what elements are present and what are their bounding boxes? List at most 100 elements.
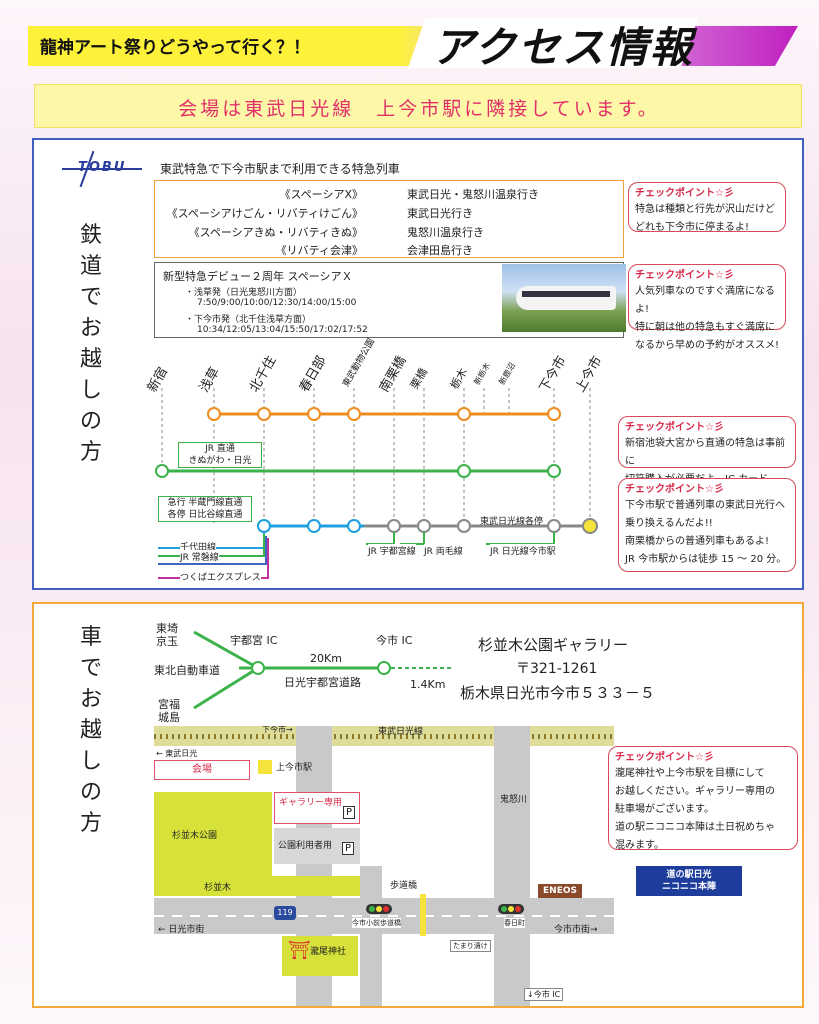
- area-map: 下今市→ 東武日光線 ← 東武日光 会場 上今市駅 杉並木公園 ギャラリー専用 …: [154, 726, 614, 1006]
- road-vertical-mid: [360, 866, 382, 1006]
- to-imaichi-ic: ↓今市 IC: [524, 988, 564, 1001]
- route-119-shield: 119: [274, 906, 296, 920]
- newtrain-dep2: ・下今市発（北千住浅草方面）: [185, 315, 312, 325]
- traffic-signal-2: [498, 904, 524, 914]
- tochigi-ibaraki: 東埼 京玉: [156, 622, 178, 648]
- newtrain-times2: 10:34/12:05/13:04/15:50/17:02/17:52: [197, 325, 368, 335]
- to-tobu-nikko: ← 東武日光: [156, 749, 198, 758]
- tobu-local-label: 東武日光線各停: [480, 517, 544, 527]
- subway-label: 急行 半蔵門線直通 各停 日比谷線直通: [158, 496, 252, 522]
- joban-label: JR 常磐線: [180, 550, 219, 563]
- checkpoint-4: チェックポイント☆彡 下今市駅で普通列車の東武日光行へ 乗り換えるんだよ!! 南…: [618, 478, 796, 572]
- express-dest: 鬼怒川温泉行き: [407, 226, 484, 239]
- newtrain-heading: 新型特急デビュー２周年 スペーシアＸ: [163, 270, 353, 283]
- gray-stations: [387, 519, 561, 533]
- blue-stations: [257, 519, 361, 533]
- checkpoint-2: チェックポイント☆彡 人気列車なのですぐ満席になるよ! 特に朝は他の特急もすぐ満…: [628, 264, 786, 351]
- parking-icon: P: [343, 806, 356, 819]
- checkpoint-head: チェックポイント☆彡: [635, 270, 734, 281]
- express-dest: 東武日光・鬼怒川温泉行き: [407, 188, 539, 201]
- highway-diagram: [193, 630, 454, 710]
- tx-label: つくばエクスプレス: [180, 570, 261, 583]
- chiyoda-label: 千代田線: [180, 540, 217, 553]
- footbridge: [420, 894, 426, 936]
- newtrain-times1: 7:50/9:00/10:00/12:30/14:00/15:00: [197, 298, 357, 308]
- park-area: [154, 792, 272, 884]
- station-guides: [161, 388, 591, 525]
- rail-section-title: 鉄道でお越しの方: [79, 223, 102, 465]
- tobu-logo: TOBU: [34, 146, 142, 192]
- torii-icon: ⛩: [288, 940, 311, 961]
- venue-postal: 〒321-1261: [516, 661, 598, 677]
- express-dest: 会津田島行き: [407, 244, 473, 257]
- kamiimaichi-station-marker: [258, 760, 272, 774]
- park-label: 杉並木公園: [172, 831, 218, 841]
- green-stations: [155, 464, 561, 478]
- ryomo-line-label: JR 両毛線: [424, 544, 463, 557]
- express-name: 《リバティ会津》: [275, 244, 363, 257]
- checkpoint-car: チェックポイント☆彡 瀧尾神社や上今市駅を目標にして お越しください。ギャラリー…: [608, 746, 798, 851]
- checkpoint-body: 特急は種類と行先が沢山だけど どれも下今市に停まるよ!: [635, 204, 775, 233]
- express-box: 《スペーシアX》 東武日光・鬼怒川温泉行き 《スペーシアけごん・リバティけごん》…: [154, 180, 624, 258]
- checkpoint-head: チェックポイント☆彡: [625, 422, 724, 433]
- banner: 会場は東武日光線 上今市駅に隣接しています。: [34, 84, 802, 128]
- hodokyo-label: 歩道橋: [390, 881, 418, 891]
- checkpoint-body: 瀧尾神社や上今市駅を目標にして お越しください。ギャラリー専用の 駐車場がござい…: [615, 768, 775, 851]
- distance-20km: 20Km: [310, 652, 342, 665]
- venue-address: 栃木県日光市今市５３３－５: [460, 684, 656, 702]
- checkpoint-head: チェックポイント☆彡: [635, 188, 734, 199]
- nikko-utsunomiya-road: 日光宇都宮道路: [284, 676, 361, 689]
- express-name: 《スペーシアX》: [279, 188, 363, 201]
- checkpoint-head: チェックポイント☆彡: [615, 752, 714, 763]
- venue-marker: 会場: [154, 760, 250, 780]
- signal-2-label: 春日町: [504, 918, 525, 928]
- checkpoint-1: チェックポイント☆彡 特急は種類と行先が沢山だけど どれも下今市に停まるよ!: [628, 182, 786, 233]
- gallery-parking: ギャラリー専用 P: [274, 792, 360, 824]
- kamiimaichi-star: [582, 518, 598, 534]
- park-parking: 公園利用者用 P: [274, 828, 360, 864]
- nikko-kaido: ← 日光市街: [158, 925, 205, 935]
- gallery-parking-label: ギャラリー専用: [279, 798, 343, 808]
- train-window: [522, 291, 610, 297]
- utsunomiya-ic: 宇都宮 IC: [230, 634, 278, 647]
- jr-nikko-line-label: JR 日光線今市駅: [490, 544, 556, 557]
- newtrain-dep1: ・浅草発（日光鬼怒川方面）: [185, 288, 303, 298]
- express-dest: 東武日光行き: [407, 207, 473, 220]
- checkpoint-3: チェックポイント☆彡 新宿池袋大宮から直通の特急は事前に 切符購入が必要だよ。I…: [618, 416, 796, 503]
- train-body: [516, 286, 616, 310]
- imaichi-kaido: 今市市街→: [554, 925, 598, 935]
- kinugawa-label: 鬼怒川: [500, 795, 528, 805]
- tobu-logo-line: [62, 168, 142, 170]
- banner-text: 会場は東武日光線 上今市駅に隣接しています。: [178, 98, 660, 120]
- utsunomiya-line-label: JR 宇都宮線: [368, 544, 416, 557]
- shrine-label: 瀧尾神社: [310, 947, 347, 957]
- page-title: アクセス情報: [432, 23, 694, 72]
- venue-name: 杉並木公園ギャラリー: [478, 636, 629, 654]
- suginamiki-area: [154, 876, 360, 896]
- eneos-sign: ENEOS: [538, 884, 582, 898]
- orange-stations: [207, 407, 561, 421]
- header-lead: 龍神アート祭りどうやって行く？！: [40, 38, 311, 58]
- shrine-area: [282, 936, 358, 976]
- parking-icon: P: [342, 842, 355, 855]
- road-vertical-east: [494, 726, 530, 1006]
- michinoeki-sign: 道の駅日光 ニコニコ本陣: [636, 866, 742, 896]
- checkpoint-body: 人気列車なのですぐ満席になるよ! 特に朝は他の特急もすぐ満席に なるから早めの予…: [635, 286, 780, 351]
- distance-1-4km: 1.4Km: [410, 678, 446, 691]
- tohoku-expressway: 東北自動車道: [154, 664, 220, 677]
- express-name: 《スペーシアきぬ・リバティきぬ》: [188, 226, 363, 239]
- checkpoint-body: 下今市駅で普通列車の東武日光行へ 乗り換えるんだよ!! 南栗橋からの普通列車もあ…: [625, 500, 787, 565]
- imaichi-ic: 今市 IC: [376, 634, 413, 647]
- signal-1-label: 今市小前歩道橋: [352, 918, 401, 928]
- checkpoint-head: チェックポイント☆彡: [625, 484, 724, 495]
- car-section-title: 車でお越しの方: [79, 625, 102, 836]
- tamari-label: たまり漬け: [450, 940, 491, 952]
- tobu-nikko-line: 東武日光線: [378, 727, 424, 737]
- spacia-x-photo: [502, 264, 626, 332]
- express-heading: 東武特急で下今市駅まで利用できる特急列車: [160, 162, 400, 176]
- road-centerline: [154, 915, 614, 917]
- shimoimaichi-arrow: 下今市→: [262, 726, 293, 734]
- car-section: 車でお越しの方 東埼 京玉 東北自動車道 宮福 城島 宇都宮 IC 今市 IC …: [32, 602, 804, 1008]
- miyagi-fukushima: 宮福 城島: [158, 698, 180, 724]
- jr-direct-label: JR 直通 きぬがわ・日光: [178, 442, 262, 468]
